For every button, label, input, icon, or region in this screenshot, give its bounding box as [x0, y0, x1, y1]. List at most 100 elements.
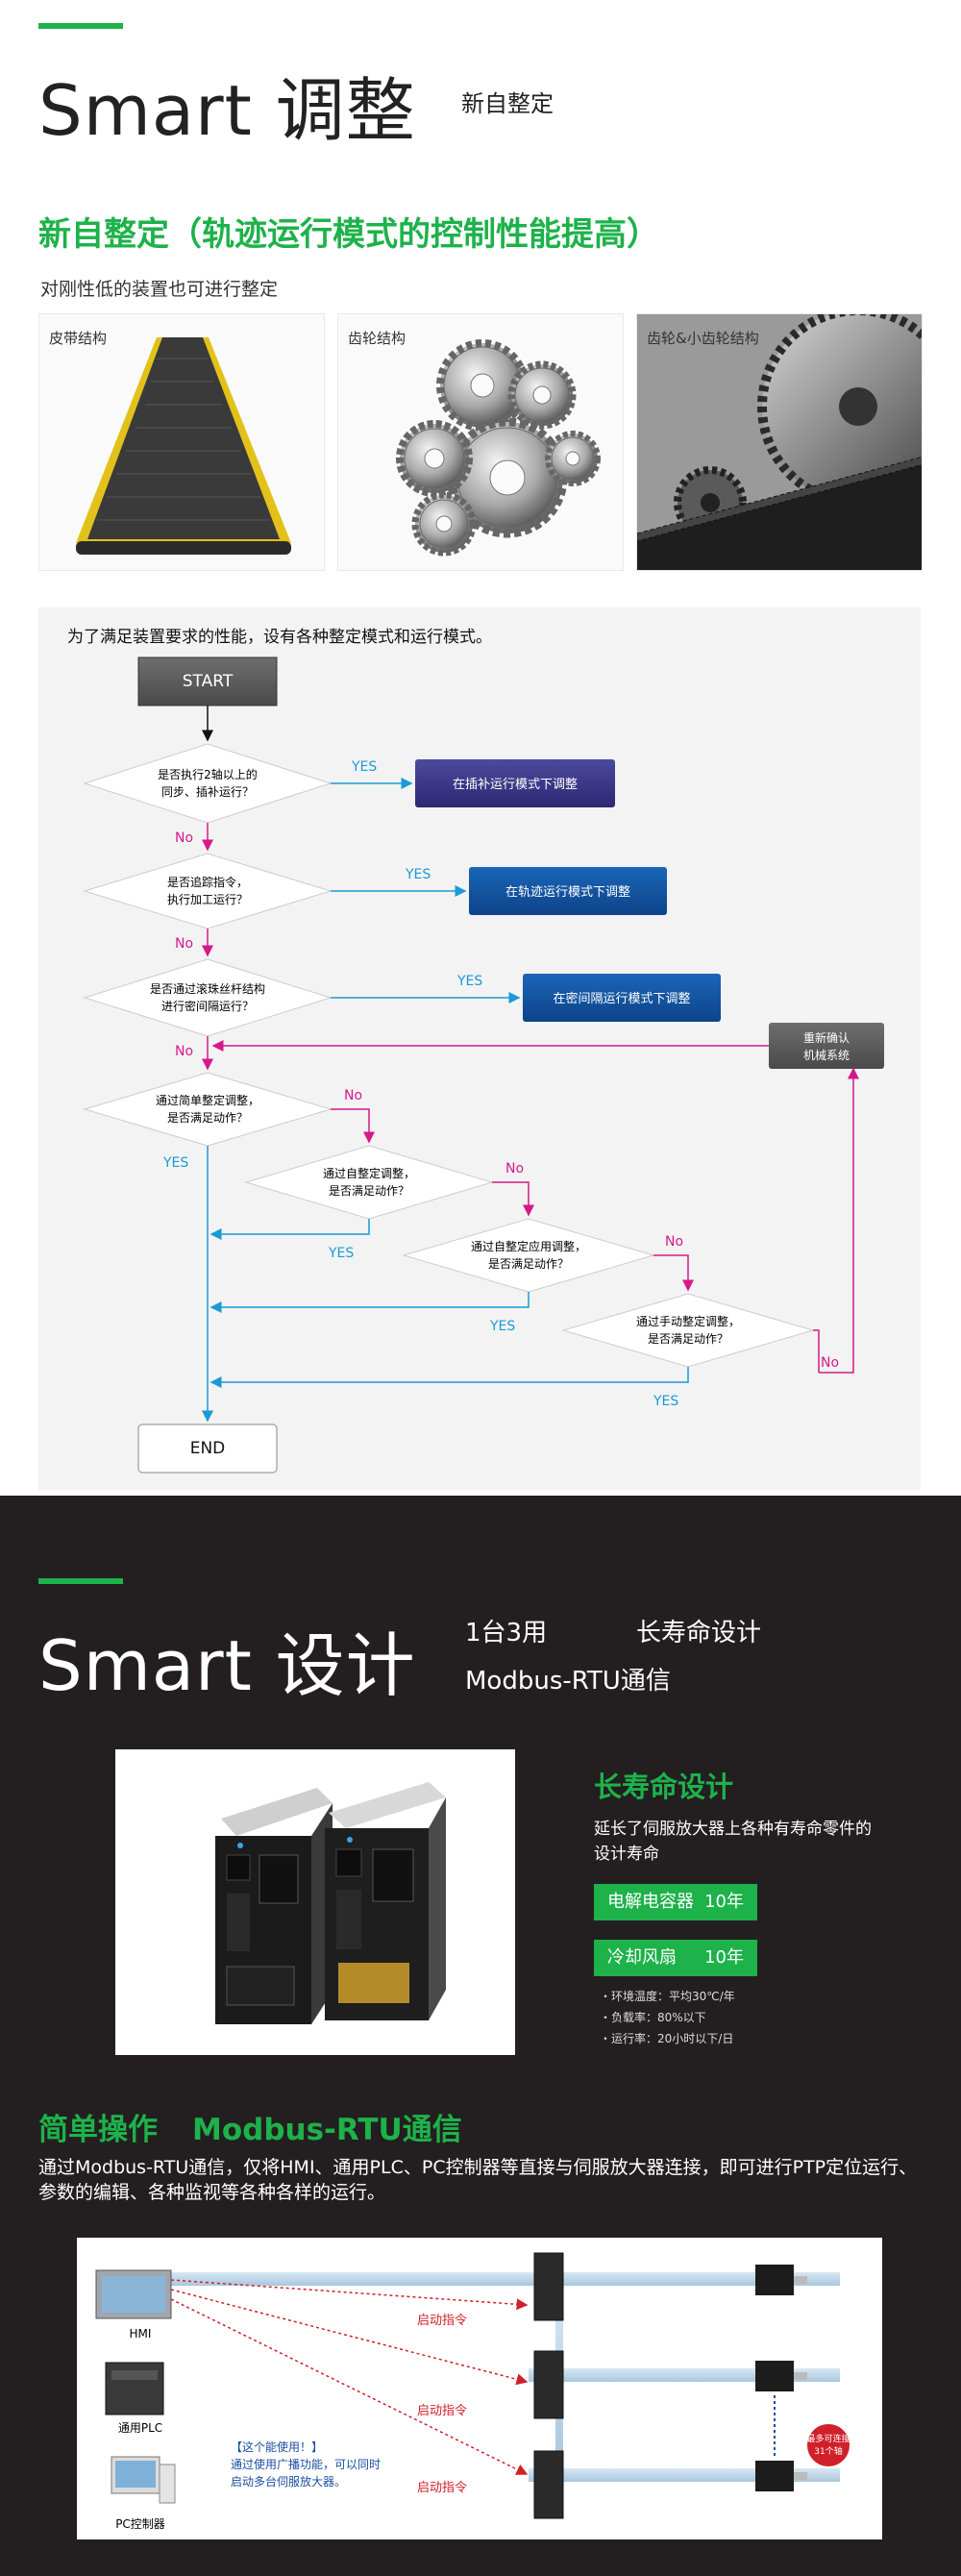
yes-label: YES — [489, 1319, 515, 1334]
accent-bar — [38, 1578, 123, 1584]
mode-dense-interval — [523, 974, 721, 1022]
decision-q6 — [402, 1218, 655, 1293]
no-label: No — [175, 936, 193, 952]
servo-drives-illustration — [215, 1782, 446, 2024]
start-label: START — [183, 672, 234, 691]
feature-modbus: Modbus-RTU通信 — [465, 1667, 671, 1696]
feature-three-in-one: 1台3用 — [465, 1619, 548, 1647]
easy-operation-heading: 简单操作 Modbus-RTU通信 — [38, 2105, 462, 2148]
servo-amplifier-photo — [115, 1749, 515, 2055]
q3-line1: 是否通过滚珠丝杆结构 — [150, 981, 265, 996]
recheck-line2: 机械系统 — [803, 1048, 850, 1062]
section-title-smart-tuning: Smart 调整 — [38, 70, 416, 151]
condition-note: ・运行率：20小时以下/日 — [600, 2032, 734, 2045]
no-label: No — [665, 1234, 683, 1250]
card-label: 齿轮&小齿轮结构 — [647, 330, 759, 347]
network-illustration: HMI 通用PLC PC控制器 启动指令 启动指令 启动指令 【这个能使用！】 … — [95, 2252, 850, 2531]
condition-note: ・负载率：80%以下 — [600, 2011, 706, 2024]
broadcast-title: 【这个能使用！】 — [231, 2440, 323, 2454]
hmi-label: HMI — [130, 2327, 152, 2341]
plc-label: 通用PLC — [118, 2421, 162, 2435]
decision-q7 — [561, 1293, 815, 1368]
condition-note: ・环境温度：平均30℃/年 — [600, 1990, 735, 2003]
flowchart-intro: 为了满足装置要求的性能，设有各种整定模式和运行模式。 — [67, 628, 492, 647]
pill-name: 冷却风扇 — [607, 1947, 677, 1968]
q1-line2: 同步、插补运行？ — [161, 785, 254, 799]
recheck-line1: 重新确认 — [803, 1030, 850, 1045]
yes-label: YES — [653, 1394, 678, 1409]
yes-label: YES — [162, 1155, 188, 1171]
flowchart-diagram: START 是否执行2轴以上的 同步、插补运行？ YES 在插补运行模式下调整 … — [83, 656, 884, 1474]
op-title-2: Modbus-RTU通信 — [192, 2113, 462, 2147]
q5-line2: 是否满足动作？ — [329, 1184, 409, 1198]
long-life-title: 长寿命设计 — [594, 1771, 734, 1803]
pill-value: 10年 — [704, 1892, 744, 1912]
section-title-smart-design: Smart 设计 — [38, 1625, 416, 1706]
decision-q3 — [83, 958, 333, 1037]
no-label: No — [344, 1088, 362, 1103]
broadcast-line1: 通过使用广播功能，可以同时 — [231, 2457, 381, 2471]
no-label: No — [175, 830, 193, 846]
tuning-flowchart: 为了满足装置要求的性能，设有各种整定模式和运行模式。 START 是否执行2轴以… — [38, 607, 921, 1490]
yes-label: YES — [405, 867, 431, 882]
q7-line1: 通过手动整定调整， — [636, 1314, 740, 1328]
start-node — [137, 656, 278, 706]
a1-label: 在插补运行模式下调整 — [453, 778, 578, 792]
pill-name: 电解电容器 — [607, 1892, 694, 1912]
a3-label: 在密间隔运行模式下调整 — [553, 991, 690, 1006]
modbus-description: 通过Modbus-RTU通信，仅将HMI、通用PLC、PC控制器等直接与伺服放大… — [38, 2157, 918, 2203]
feature-long-life: 长寿命设计 — [636, 1619, 762, 1647]
servo-amp-2 — [533, 2350, 564, 2419]
broadcast-line2: 启动多台伺服放大器。 — [231, 2474, 346, 2489]
a2-label: 在轨迹运行模式下调整 — [505, 885, 630, 900]
max-axes-badge — [807, 2424, 850, 2466]
feature-heading: 新自整定（轨迹运行模式的控制性能提高） — [38, 215, 659, 254]
yes-label: YES — [351, 759, 377, 775]
decision-q2 — [83, 853, 333, 929]
servo-amp-3 — [533, 2450, 564, 2519]
yes-label: YES — [328, 1246, 354, 1261]
mode-interpolation — [415, 759, 615, 807]
end-node — [137, 1424, 278, 1474]
q6-line2: 是否满足动作？ — [488, 1257, 569, 1271]
decision-q4 — [83, 1072, 333, 1147]
q3-line2: 进行密间隔运行？ — [161, 999, 254, 1013]
fan-life-badge: 冷却风扇 10年 — [594, 1940, 757, 1976]
pc-label: PC控制器 — [115, 2517, 165, 2531]
decision-q5 — [244, 1145, 494, 1220]
photo-card-rack-pinion: 齿轮&小齿轮结构 — [636, 313, 923, 571]
no-label: No — [175, 1044, 193, 1059]
q2-line2: 执行加工运行？ — [167, 893, 248, 906]
q2-line1: 是否追踪指令， — [167, 875, 248, 889]
badge-line1: 最多可连接 — [806, 2433, 850, 2444]
op-title-1: 简单操作 — [38, 2113, 158, 2147]
photo-card-belt: 皮带结构 — [38, 313, 325, 571]
q4-line2: 是否满足动作？ — [167, 1111, 248, 1125]
cmd-label: 启动指令 — [417, 2314, 467, 2328]
modbus-network-diagram: HMI 通用PLC PC控制器 启动指令 启动指令 启动指令 【这个能使用！】 … — [77, 2238, 882, 2539]
pill-value: 10年 — [704, 1947, 744, 1968]
servo-motor-1 — [755, 2265, 794, 2295]
q1-line1: 是否执行2轴以上的 — [158, 767, 258, 781]
q5-line1: 通过自整定调整， — [323, 1166, 415, 1180]
badge-line2: 31个轴 — [814, 2445, 842, 2457]
belt-illustration — [76, 337, 291, 555]
rack-pinion-illustration — [637, 314, 922, 570]
recheck-mechanical-node — [769, 1023, 884, 1069]
q7-line2: 是否满足动作？ — [648, 1332, 728, 1346]
decision-q1 — [83, 743, 333, 824]
q4-line1: 通过简单整定调整， — [156, 1093, 259, 1107]
servo-motor-2 — [755, 2361, 794, 2391]
q6-line1: 通过自整定应用调整， — [471, 1239, 586, 1253]
card-label: 皮带结构 — [49, 330, 108, 347]
long-life-description: 延长了伺服放大器上各种有寿命零件的设计寿命 — [594, 1820, 872, 1864]
feature-caption: 对刚性低的装置也可进行整定 — [40, 279, 279, 300]
yes-label: YES — [456, 974, 482, 989]
servo-motor-3 — [755, 2461, 794, 2491]
no-label: No — [505, 1161, 524, 1177]
accent-bar — [38, 23, 123, 29]
servo-amp-1 — [533, 2252, 564, 2321]
no-label: No — [821, 1355, 839, 1371]
mode-trajectory — [469, 867, 667, 915]
card-label: 齿轮结构 — [348, 330, 407, 347]
